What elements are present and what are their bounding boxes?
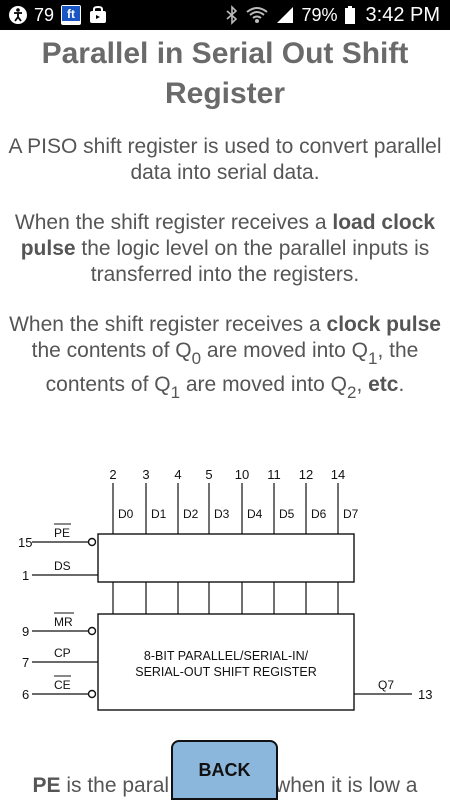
wifi-icon xyxy=(245,5,269,25)
back-button[interactable]: BACK xyxy=(171,740,278,800)
pin-number: 15 xyxy=(18,535,32,550)
text-span: the logic level on the parallel inputs i… xyxy=(75,237,430,286)
signal-label-mr: MR xyxy=(54,615,73,629)
subscript: 1 xyxy=(367,349,378,368)
pin-number: 3 xyxy=(142,467,149,482)
text-span: , the contents of Q xyxy=(45,339,419,396)
pin-number: 1 xyxy=(22,568,29,583)
text-span: the contents of Q xyxy=(31,339,192,362)
pin-number: 11 xyxy=(267,467,281,482)
emphasis-pe: PE xyxy=(32,774,61,797)
output-label-q7: Q7 xyxy=(378,678,394,692)
shopping-bag-icon xyxy=(88,5,108,25)
text-span: When the shift register receives a xyxy=(14,211,333,234)
text-span: are moved into Q xyxy=(180,373,347,396)
data-input-label: D5 xyxy=(279,507,295,521)
subscript: 1 xyxy=(170,383,181,402)
chip-label-line2: SERIAL-OUT SHIFT REGISTER xyxy=(135,665,317,679)
signal-label-ds: DS xyxy=(54,559,71,573)
notification-count: 79 xyxy=(34,5,55,25)
data-input-label: D4 xyxy=(247,507,263,521)
status-bar: 79 ft xyxy=(0,0,450,30)
data-input-labels: D0 D1 D2 D3 D4 D5 D6 D7 xyxy=(118,507,359,521)
pin-number: 5 xyxy=(205,467,212,482)
top-pin-numbers: 2 3 4 5 10 11 12 14 xyxy=(109,467,345,482)
left-pins: 15 PE 1 DS 9 MR 7 CP 6 CE xyxy=(18,523,98,702)
clock-time: 3:42 PM xyxy=(365,4,440,26)
top-pin-leads xyxy=(112,483,339,534)
text-span: When the shift register receives a xyxy=(9,313,327,336)
battery-percent: 79% xyxy=(301,5,338,25)
data-input-label: D3 xyxy=(214,507,230,521)
data-input-label: D2 xyxy=(183,507,199,521)
clock-pulse-paragraph: When the shift register receives a clock… xyxy=(4,312,446,406)
data-input-label: D6 xyxy=(311,507,327,521)
subscript: 2 xyxy=(346,383,357,402)
status-bar-left: 79 ft xyxy=(8,4,108,26)
data-input-label: D1 xyxy=(151,507,167,521)
signal-label-cp: CP xyxy=(54,646,71,660)
battery-icon xyxy=(344,5,356,25)
pin-number: 7 xyxy=(22,655,29,670)
emphasis-load-clock: load clock pulse xyxy=(20,211,436,260)
signal-label-ce: CE xyxy=(54,678,71,692)
load-clock-paragraph: When the shift register receives a load … xyxy=(4,210,446,288)
pin-number: 9 xyxy=(22,624,29,639)
chip-label-line1: 8-BIT PARALLEL/SERIAL-IN/ xyxy=(144,649,309,663)
data-input-label: D0 xyxy=(118,507,134,521)
text-span: are moved into Q xyxy=(201,339,368,362)
shift-register-diagram: 2 3 4 5 10 11 12 14 D0 D1 D2 D3 D4 D xyxy=(0,462,450,722)
output-pin-number: 13 xyxy=(418,687,432,702)
pin-number: 2 xyxy=(109,467,116,482)
intro-paragraph: A PISO shift register is used to convert… xyxy=(8,135,442,184)
pin-number: 4 xyxy=(174,467,181,482)
emphasis-etc: etc xyxy=(368,373,399,396)
status-bar-right: 79% 3:42 PM xyxy=(225,4,440,26)
ft-badge-text: ft xyxy=(67,7,75,21)
cell-signal-icon xyxy=(275,5,295,25)
text-span: is the paral xyxy=(60,774,170,797)
data-input-label: D7 xyxy=(343,507,359,521)
accessibility-notification-icon xyxy=(8,5,28,25)
main-content: Parallel in Serial Out Shift Register A … xyxy=(0,30,450,406)
parallel-latch-block xyxy=(97,533,355,583)
pin-number: 10 xyxy=(235,467,249,482)
signal-label-pe: PE xyxy=(54,526,70,540)
pe-description-paragraph: PE is the paral when it is low a xyxy=(0,772,450,800)
pin-number: 6 xyxy=(22,687,29,702)
bluetooth-icon xyxy=(225,5,239,25)
ft-app-icon: ft xyxy=(60,4,82,26)
subscript: 0 xyxy=(191,349,202,368)
inter-block-leads xyxy=(112,582,339,614)
text-span: when it is low a xyxy=(275,774,418,797)
pin-number: 14 xyxy=(331,467,345,482)
page-title: Parallel in Serial Out Shift Register xyxy=(41,37,409,110)
pin-number: 12 xyxy=(299,467,313,482)
emphasis-clock-pulse: clock pulse xyxy=(326,313,441,336)
text-span: . xyxy=(398,373,405,396)
text-span: , xyxy=(356,373,369,396)
